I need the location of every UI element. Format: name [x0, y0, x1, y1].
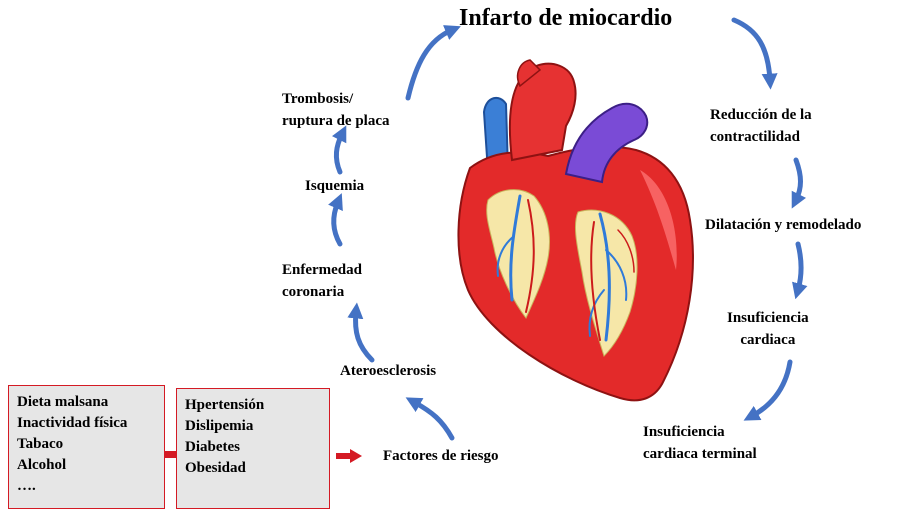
- diagram-title: Infarto de miocardio: [459, 2, 672, 34]
- list-item: Dieta malsana: [17, 392, 156, 413]
- list-item: ….: [17, 476, 156, 497]
- curved-arrow-icon: [408, 30, 452, 98]
- curved-arrow-icon: [334, 202, 340, 244]
- curved-arrow-icon: [734, 20, 770, 80]
- list-item: Alcohol: [17, 455, 156, 476]
- label-insuficiencia-terminal: Insuficiencia cardiaca terminal: [643, 421, 757, 465]
- curved-arrow-icon: [356, 312, 372, 360]
- label-trombosis: Trombosis/ ruptura de placa: [282, 88, 390, 132]
- list-item: Dislipemia: [185, 416, 321, 437]
- curved-arrow-icon: [414, 402, 452, 438]
- box-connector: [164, 451, 176, 458]
- label-dilatacion-remodelado: Dilatación y remodelado: [705, 214, 861, 236]
- curved-arrow-icon: [336, 134, 342, 172]
- label-enfermedad-coronaria: Enfermedad coronaria: [282, 259, 362, 303]
- label-factores-riesgo: Factores de riesgo: [383, 445, 499, 467]
- label-ateroesclerosis: Ateroesclerosis: [340, 360, 436, 382]
- label-isquemia: Isquemia: [305, 175, 364, 197]
- red-arrow-icon: [336, 449, 362, 463]
- list-item: Obesidad: [185, 458, 321, 479]
- list-item: Hpertensión: [185, 395, 321, 416]
- label-reduccion-contractilidad: Reducción de la contractilidad: [710, 104, 812, 148]
- conditions-box: Hpertensión Dislipemia Diabetes Obesidad: [176, 388, 330, 509]
- lifestyle-factors-box: Dieta malsana Inactividad física Tabaco …: [8, 385, 165, 509]
- curved-arrow-icon: [796, 160, 801, 200]
- curved-arrow-icon: [752, 362, 790, 416]
- list-item: Tabaco: [17, 434, 156, 455]
- list-item: Diabetes: [185, 437, 321, 458]
- curved-arrow-icon: [798, 244, 801, 290]
- list-item: Inactividad física: [17, 413, 156, 434]
- label-insuficiencia-cardiaca: Insuficiencia cardiaca: [727, 307, 809, 351]
